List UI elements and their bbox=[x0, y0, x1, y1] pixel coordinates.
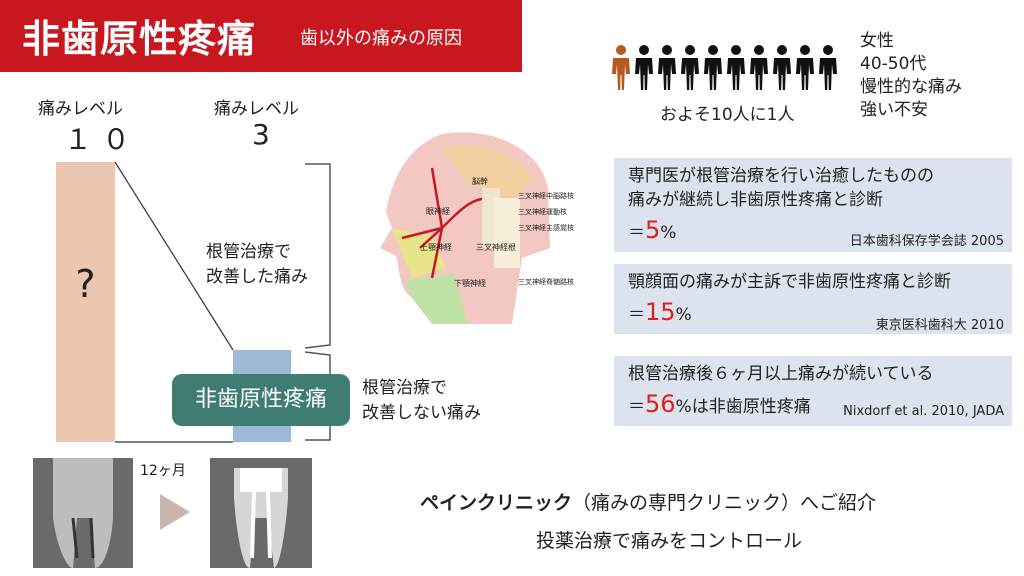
stat-box-1: 専門医が根管治療を行い治癒したものの 痛みが継続し非歯原性疼痛と診断 ＝5% 日… bbox=[614, 158, 1012, 252]
stat-1-line-2: 痛みが継続し非歯原性疼痛と診断 bbox=[628, 190, 883, 210]
stat-3-source: Nixdorf et al. 2010, JADA bbox=[843, 404, 1004, 419]
stat-3-value: 56 bbox=[645, 390, 676, 418]
not-improved-pain-line-2: 改善しない痛み bbox=[362, 403, 481, 423]
mandibular-area bbox=[404, 274, 468, 324]
improved-pain-label: 根管治療で 改善した痛み bbox=[206, 240, 308, 290]
label-principal: 三叉神経主感覚核 bbox=[518, 223, 574, 232]
medication-text: 投薬治療で痛みをコントロール bbox=[536, 530, 803, 552]
pain-level-label-left: 痛みレベル bbox=[38, 99, 123, 119]
improved-pain-line-1: 根管治療で bbox=[206, 242, 291, 262]
trait-age: 40-50代 bbox=[860, 54, 927, 74]
connector-line-top bbox=[114, 161, 234, 351]
pain-level-value-left: １０ bbox=[64, 123, 141, 156]
page-subtitle: 歯以外の痛みの原因 bbox=[300, 28, 462, 49]
stat-3-unit: % bbox=[675, 397, 692, 417]
label-mandibular: 下顎神経 bbox=[454, 278, 486, 288]
stat-box-2: 顎顔面の痛みが主訴で非歯原性疼痛と診断 ＝15% 東京医科歯科大 2010 bbox=[614, 264, 1012, 334]
person-icon bbox=[750, 45, 768, 90]
title-banner bbox=[0, 0, 522, 72]
page-title: 非歯原性疼痛 bbox=[22, 17, 257, 61]
person-icon bbox=[773, 45, 791, 90]
interval-label: 12ヶ月 bbox=[140, 463, 186, 479]
not-improved-pain-label: 根管治療で 改善しない痛み bbox=[362, 376, 481, 426]
trait-sex: 女性 bbox=[860, 31, 894, 51]
pain-level-value-right: 3 bbox=[252, 118, 280, 151]
maxillary-area bbox=[392, 228, 446, 278]
stat-3-suffix: は非歯原性疼痛 bbox=[691, 397, 811, 417]
stat-2-eq: ＝ bbox=[628, 305, 645, 325]
stat-2-result: ＝15% bbox=[628, 298, 692, 326]
not-improved-pain-line-1: 根管治療で bbox=[362, 378, 447, 398]
nonodontogenic-pain-badge: 非歯原性疼痛 bbox=[172, 374, 350, 426]
label-ophthalmic: 眼神経 bbox=[426, 206, 450, 216]
label-motor: 三叉神経運動核 bbox=[518, 207, 567, 216]
referral-text: ペインクリニック（痛みの専門クリニック）へご紹介 bbox=[420, 488, 876, 515]
person-icon bbox=[819, 45, 837, 90]
person-icon bbox=[681, 45, 699, 90]
trait-anxiety: 強い不安 bbox=[860, 100, 928, 120]
pain-level-label-right: 痛みレベル bbox=[214, 99, 299, 119]
patient-traits: 女性 40-50代 慢性的な痛み 強い不安 bbox=[860, 30, 962, 122]
person-icon bbox=[635, 45, 653, 90]
stat-1-source: 日本歯科保存学会誌 2005 bbox=[849, 234, 1004, 249]
person-icon bbox=[704, 45, 722, 90]
stat-2-source: 東京医科歯科大 2010 bbox=[875, 318, 1004, 333]
people-pictogram bbox=[612, 45, 837, 90]
spinal-shape bbox=[494, 198, 520, 268]
stat-box-3: 根管治療後６ヶ月以上痛みが続いている ＝56%は非歯原性疼痛 Nixdorf e… bbox=[614, 356, 1012, 426]
stat-2-value: 15 bbox=[645, 298, 676, 326]
pain-bar-level-10 bbox=[56, 162, 115, 442]
brain-area bbox=[442, 145, 532, 198]
label-mesencephalic: 三叉神経中脳路核 bbox=[518, 191, 574, 200]
person-icon bbox=[727, 45, 745, 90]
stat-1-line-1: 専門医が根管治療を行い治癒したものの bbox=[628, 166, 934, 186]
person-icon-highlighted bbox=[612, 45, 630, 90]
stat-1-unit: % bbox=[660, 223, 677, 243]
person-icon bbox=[658, 45, 676, 90]
label-trigeminal-root: 三叉神経根 bbox=[476, 242, 516, 252]
arrow-right-icon bbox=[160, 494, 190, 530]
trait-chronic: 慢性的な痛み bbox=[860, 77, 962, 97]
stat-3-result: ＝56%は非歯原性疼痛 bbox=[628, 390, 811, 418]
person-icon bbox=[796, 45, 814, 90]
xray-before-image bbox=[33, 458, 133, 568]
nerve-paths bbox=[401, 167, 491, 279]
stat-3-line-1: 根管治療後６ヶ月以上痛みが続いている bbox=[628, 364, 934, 384]
xray-after-image bbox=[210, 458, 312, 568]
stat-1-eq: ＝ bbox=[628, 223, 645, 243]
stat-1-result: ＝5% bbox=[628, 216, 676, 244]
label-maxillary: 上顎神経 bbox=[420, 242, 452, 252]
stat-2-line-1: 顎顔面の痛みが主訴で非歯原性疼痛と診断 bbox=[628, 272, 951, 292]
unknown-cause-mark: ? bbox=[75, 262, 96, 306]
trigeminal-nerve-diagram: 脳幹 眼神経 上顎神経 下顎神経 三叉神経根 三叉神経中脳路核 三叉神経運動核 … bbox=[380, 132, 574, 324]
improved-pain-line-2: 改善した痛み bbox=[206, 267, 308, 287]
stat-1-value: 5 bbox=[645, 216, 661, 244]
pain-clinic-label: ペインクリニック bbox=[420, 492, 573, 514]
label-spinal: 三叉神経脊髄路核 bbox=[518, 277, 574, 286]
stat-3-eq: ＝ bbox=[628, 397, 645, 417]
brace-improved bbox=[304, 163, 331, 349]
prevalence-caption: およそ10人に1人 bbox=[660, 105, 795, 125]
stat-2-unit: % bbox=[675, 305, 692, 325]
referral-rest: （痛みの専門クリニック）へご紹介 bbox=[572, 492, 877, 514]
label-brainstem: 脳幹 bbox=[472, 176, 488, 186]
